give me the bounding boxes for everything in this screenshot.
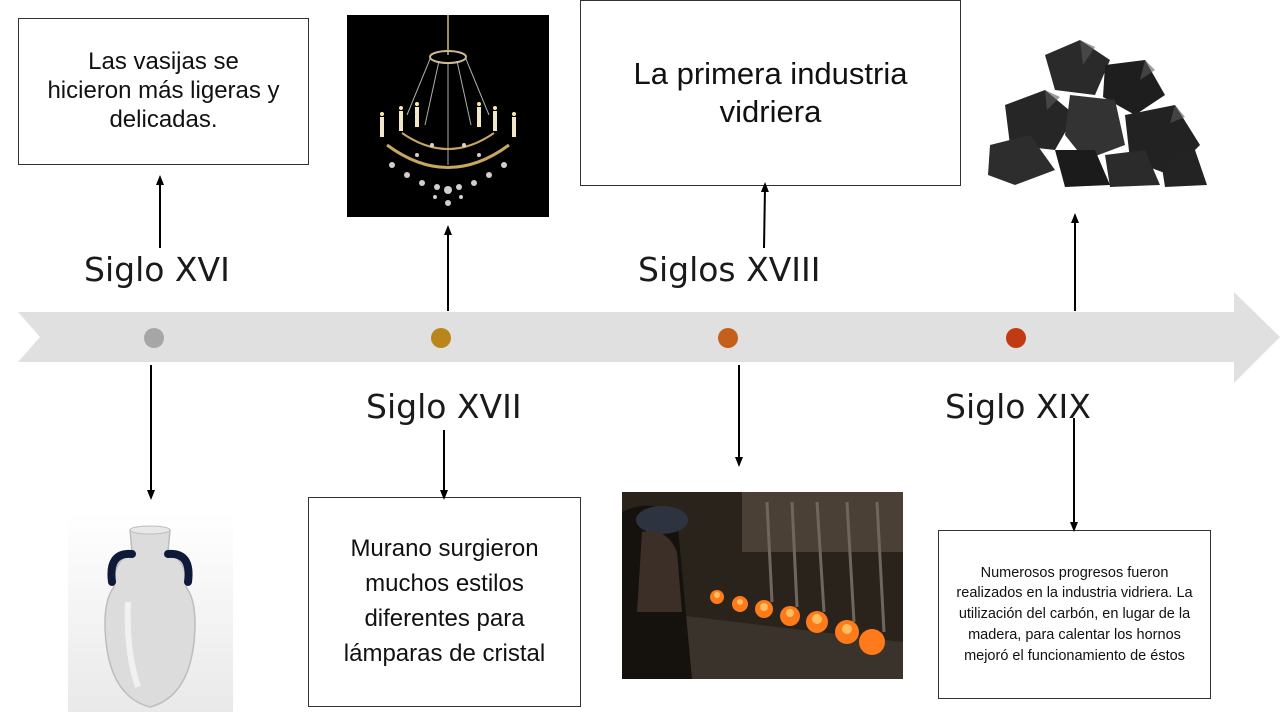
text-box-xviii: La primera industria vidriera [580,0,961,186]
era-label-siglo-xvi: Siglo XVI [84,250,230,289]
arrow-xviii-up [760,182,769,249]
text-box-xix-text: Numerosos progresos fueron realizados en… [956,564,1193,664]
coal-image [985,35,1210,190]
chandelier-drawing [380,15,516,206]
vase-image [68,512,233,712]
text-box-xvi-text: Las vasijas se hicieron más ligeras y de… [47,48,280,133]
chandelier-image [347,15,549,217]
text-box-xix: Numerosos progresos fueron realizados en… [938,530,1211,699]
era-label-siglos-xviii: Siglos XVIII [638,250,821,289]
timeline-marker-xix [1006,328,1026,348]
text-box-xviii-text: La primera industria vidriera [633,56,908,129]
timeline-marker-xvii [431,328,451,348]
era-label-siglo-xix: Siglo XIX [945,387,1091,426]
timeline-band [18,292,1280,383]
text-box-xvii: Murano surgieron muchos estilos diferent… [308,497,581,707]
factory-drawing [622,492,903,679]
vase-drawing [104,525,196,708]
timeline-marker-xvi [144,328,164,348]
era-label-siglo-xvii: Siglo XVII [366,387,522,426]
text-box-xvi: Las vasijas se hicieron más ligeras y de… [18,18,309,165]
timeline-marker-xviii [718,328,738,348]
text-box-xvii-text: Murano surgieron muchos estilos diferent… [343,535,546,667]
coal-drawing [988,40,1207,187]
factory-image [622,492,903,679]
timeline-arrow [18,292,1280,383]
